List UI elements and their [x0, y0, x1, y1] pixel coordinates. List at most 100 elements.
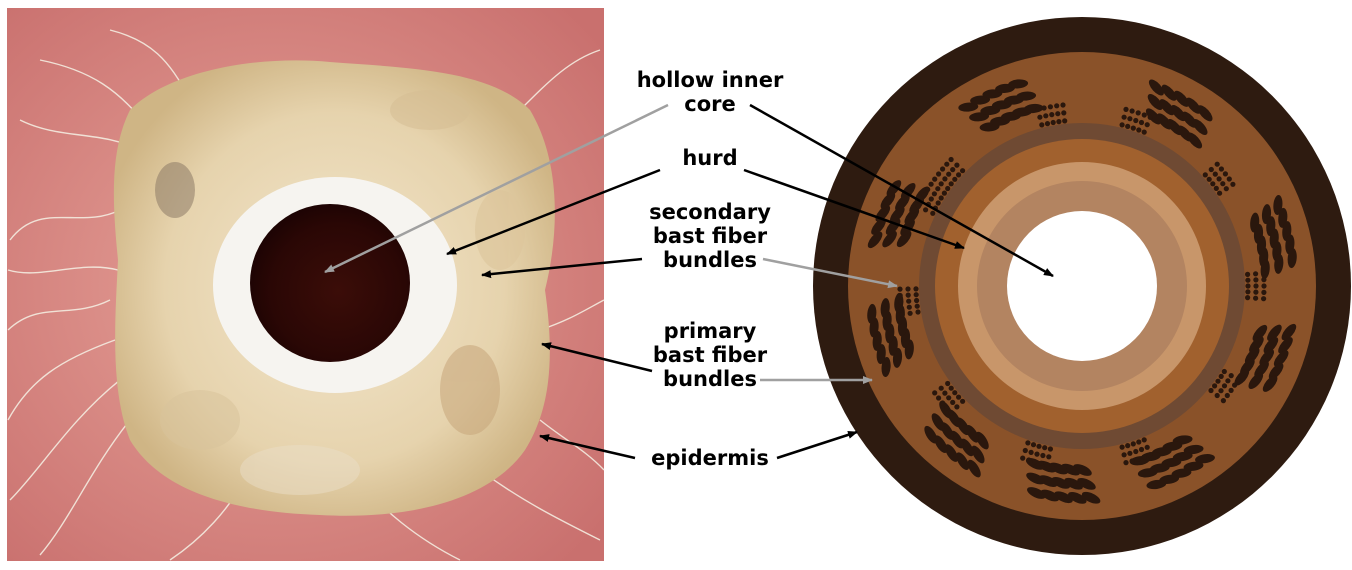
secondary-fiber: [960, 399, 965, 404]
secondary-fiber: [1229, 373, 1234, 378]
secondary-fiber: [1136, 439, 1141, 444]
secondary-fiber: [1224, 186, 1229, 191]
secondary-fiber: [1036, 444, 1041, 449]
secondary-fiber: [1127, 116, 1132, 121]
secondary-fiber: [1025, 440, 1030, 445]
secondary-fiber: [1056, 119, 1061, 124]
secondary-fiber: [1043, 113, 1048, 118]
secondary-fiber: [1222, 369, 1227, 374]
label-line: epidermis: [610, 446, 810, 470]
secondary-fiber: [1062, 118, 1067, 123]
secondary-fiber: [1125, 124, 1130, 129]
secondary-fiber: [1142, 454, 1147, 459]
secondary-fiber: [1040, 453, 1045, 458]
secondary-fiber: [946, 172, 951, 177]
secondary-fiber: [1055, 111, 1060, 116]
secondary-fiber: [932, 177, 937, 182]
secondary-fiber: [1045, 121, 1050, 126]
secondary-fiber: [1131, 126, 1136, 131]
secondary-fiber: [1253, 277, 1258, 282]
secondary-fiber: [1049, 112, 1054, 117]
label-secondary-bast-fiber-bundles: secondary bast fiber bundles: [610, 200, 810, 272]
secondary-fiber: [950, 167, 955, 172]
secondary-fiber: [1042, 445, 1047, 450]
secondary-fiber: [1048, 104, 1053, 109]
secondary-fiber: [1020, 456, 1025, 461]
secondary-fiber: [956, 395, 961, 400]
secondary-fiber: [1217, 191, 1222, 196]
secondary-fiber: [929, 182, 934, 187]
secondary-fiber: [1133, 118, 1138, 123]
secondary-fiber: [1219, 374, 1224, 379]
secondary-fiber: [1225, 378, 1230, 383]
secondary-fiber: [914, 292, 919, 297]
secondary-fiber: [1227, 176, 1232, 181]
secondary-fiber: [944, 162, 949, 167]
secondary-fiber: [1253, 290, 1258, 295]
secondary-fiber: [1261, 277, 1266, 282]
secondary-fiber: [949, 181, 954, 186]
label-primary-bast-fiber-bundles: primary bast fiber bundles: [610, 319, 810, 391]
secondary-fiber: [1225, 393, 1230, 398]
secondary-fiber: [939, 181, 944, 186]
secondary-fiber: [906, 293, 911, 298]
secondary-fiber: [922, 192, 927, 197]
secondary-fiber: [1253, 271, 1258, 276]
secondary-fiber: [1245, 289, 1250, 294]
secondary-fiber: [1123, 107, 1128, 112]
secondary-fiber: [1148, 115, 1153, 120]
secondary-fiber: [1032, 459, 1037, 464]
secondary-fiber: [905, 286, 910, 291]
secondary-fiber: [925, 187, 930, 192]
secondary-fiber: [908, 311, 913, 316]
secondary-fiber: [1245, 295, 1250, 300]
secondary-fiber: [900, 312, 905, 317]
secondary-fiber: [1060, 102, 1065, 107]
secondary-fiber: [935, 186, 940, 191]
secondary-fiber: [913, 286, 918, 291]
secondary-fiber: [1261, 296, 1266, 301]
label-line: bundles: [610, 248, 810, 272]
secondary-fiber: [1215, 393, 1220, 398]
secondary-fiber: [898, 293, 903, 298]
secondary-fiber: [1229, 388, 1234, 393]
secondary-fiber: [897, 287, 902, 292]
secondary-fiber: [1136, 457, 1141, 462]
secondary-fiber: [1253, 283, 1258, 288]
secondary-fiber: [936, 200, 941, 205]
secondary-fiber: [1122, 115, 1127, 120]
secondary-fiber: [1148, 452, 1153, 457]
secondary-fiber: [1048, 446, 1053, 451]
secondary-fiber: [1136, 110, 1141, 115]
secondary-fiber: [929, 196, 934, 201]
secondary-fiber: [952, 177, 957, 182]
secondary-fiber: [952, 390, 957, 395]
secondary-fiber: [960, 168, 965, 173]
secondary-fiber: [932, 390, 937, 395]
secondary-fiber: [942, 191, 947, 196]
secondary-fiber: [942, 176, 947, 181]
secondary-fiber: [940, 400, 945, 405]
secondary-fiber: [1136, 127, 1141, 132]
secondary-fiber: [956, 172, 961, 177]
secondary-fiber: [1220, 181, 1225, 186]
secondary-fiber: [899, 306, 904, 311]
secondary-fiber: [898, 299, 903, 304]
secondary-fiber: [1051, 120, 1056, 125]
secondary-fiber: [954, 163, 959, 168]
secondary-fiber: [1230, 182, 1235, 187]
secondary-fiber: [1253, 296, 1258, 301]
secondary-fiber: [940, 166, 945, 171]
secondary-fiber: [906, 299, 911, 304]
secondary-fiber: [954, 404, 959, 409]
secondary-fiber: [1218, 388, 1223, 393]
secondary-fiber: [945, 381, 950, 386]
secondary-fiber: [1042, 105, 1047, 110]
label-line: core: [610, 92, 810, 116]
secondary-fiber: [1212, 383, 1217, 388]
label-line: bast fiber: [610, 343, 810, 367]
secondary-fiber: [1039, 122, 1044, 127]
secondary-fiber: [1245, 283, 1250, 288]
secondary-fiber: [1145, 122, 1150, 127]
